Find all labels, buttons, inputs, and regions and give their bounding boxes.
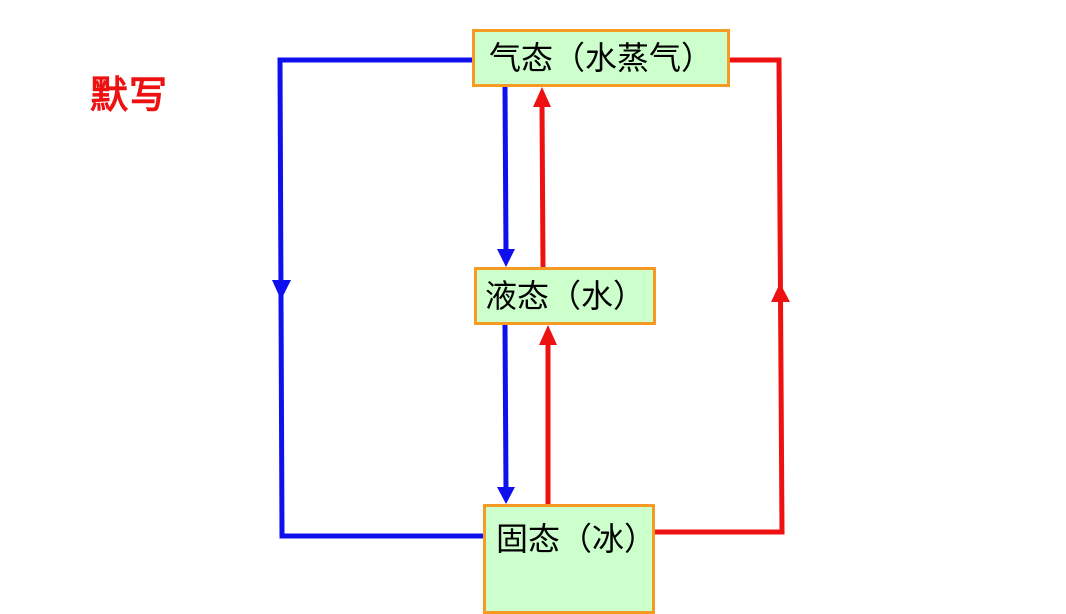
red-arrowhead-solid-to-gas xyxy=(771,283,790,302)
dictation-title: 默写 xyxy=(90,73,169,117)
blue-arrowhead-liquid-to-solid xyxy=(497,487,515,504)
blue-line-gas-to-liquid xyxy=(502,86,509,253)
blue-line-gas-to-solid xyxy=(277,57,483,539)
red-line-liquid-to-gas xyxy=(539,103,546,268)
blue-arrowhead-gas-to-liquid xyxy=(497,249,515,267)
red-arrowhead-solid-to-liquid xyxy=(539,325,557,345)
node-solid-state: 固态（冰） xyxy=(483,504,656,614)
blue-arrowhead-gas-to-solid xyxy=(272,280,291,300)
red-line-solid-to-gas xyxy=(655,57,785,535)
phase-change-arrows xyxy=(272,57,790,539)
node-gas-state: 气态（水蒸气） xyxy=(472,29,730,87)
red-arrowhead-liquid-to-gas xyxy=(533,87,551,107)
blue-line-liquid-to-solid xyxy=(502,324,509,491)
node-liquid-state: 液态（水） xyxy=(474,267,656,325)
